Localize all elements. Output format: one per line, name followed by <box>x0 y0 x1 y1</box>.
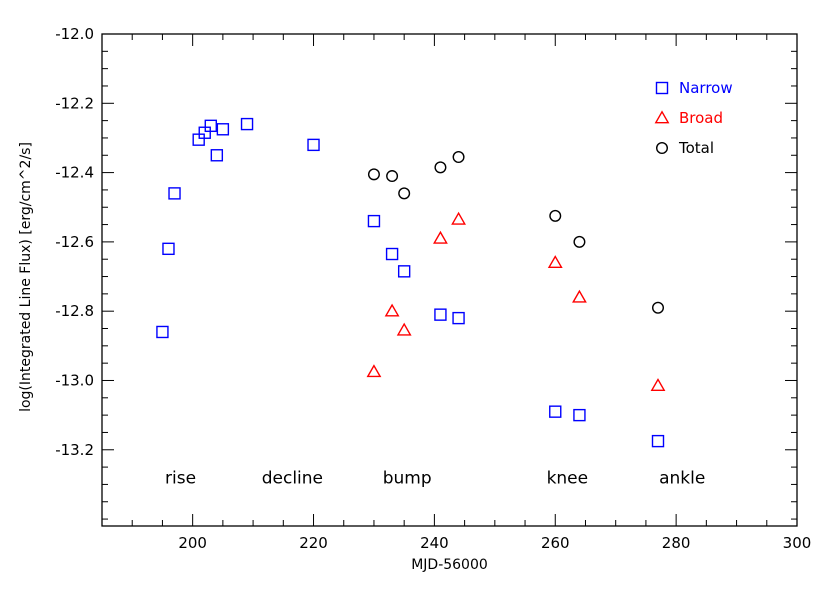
narrow-point <box>307 138 320 152</box>
broad-point <box>384 303 400 317</box>
x-tick-label: 240 <box>420 534 449 552</box>
narrow-point <box>210 149 224 162</box>
narrow-point <box>204 119 217 133</box>
x-tick-label: 280 <box>662 534 691 552</box>
narrow-point <box>651 434 665 448</box>
legend-marker-total <box>656 141 669 154</box>
narrow-point <box>452 311 465 325</box>
narrow-point <box>216 123 230 136</box>
x-tick-label: 260 <box>541 534 570 552</box>
broad-point <box>451 211 466 225</box>
broad-point <box>366 364 382 378</box>
series-total <box>367 150 665 314</box>
total-point <box>434 161 447 174</box>
x-axis-title: MJD-56000 <box>411 557 488 573</box>
y-tick-label: -12.0 <box>55 25 94 43</box>
y-axis-title: log(Integrated Line Flux) [erg/cm^2/s] <box>18 142 34 412</box>
legend-label-broad: Broad <box>679 109 723 127</box>
legend-marker-narrow <box>655 81 669 95</box>
broad-point <box>396 322 412 336</box>
total-point <box>549 209 562 222</box>
narrow-point <box>162 242 175 256</box>
broad-point <box>433 230 448 244</box>
tick-labels: 200 220 240 260 280 300 -13.2 -13.0 -12.8 -12.6 -1… <box>55 25 811 552</box>
narrow-point <box>385 247 399 261</box>
narrow-point <box>434 308 447 321</box>
total-point <box>398 187 411 200</box>
phase-label-decline: decline <box>262 468 323 488</box>
x-tick-label: 200 <box>178 534 207 552</box>
total-point <box>367 168 380 181</box>
x-tick-label: 220 <box>299 534 328 552</box>
narrow-point <box>367 214 381 228</box>
narrow-point <box>240 117 254 131</box>
legend-label-total: Total <box>678 139 714 157</box>
phase-annotations: rise decline bump knee ankle <box>165 468 705 488</box>
x-tick-label: 300 <box>783 534 812 552</box>
axes <box>101 33 798 527</box>
legend-marker-broad <box>654 110 670 124</box>
narrow-point <box>549 405 562 418</box>
total-point <box>573 235 586 248</box>
total-point <box>452 150 465 163</box>
total-point <box>386 170 399 183</box>
broad-point <box>572 289 587 303</box>
y-tick-label: -12.4 <box>55 164 94 182</box>
phase-label-knee: knee <box>547 468 589 488</box>
y-tick-label: -12.6 <box>55 233 94 251</box>
series-narrow <box>156 117 665 448</box>
narrow-point <box>156 325 169 339</box>
total-point <box>652 301 665 314</box>
phase-label-bump: bump <box>383 468 432 488</box>
broad-point <box>547 255 563 269</box>
phase-label-rise: rise <box>165 468 196 488</box>
y-tick-label: -12.2 <box>55 94 94 112</box>
series-broad <box>366 211 666 392</box>
phase-label-ankle: ankle <box>659 468 705 488</box>
data-points <box>156 117 666 448</box>
axis-ticks <box>101 33 798 526</box>
legend-label-narrow: Narrow <box>679 79 733 97</box>
broad-point <box>650 378 666 392</box>
y-tick-label: -13.0 <box>55 371 94 389</box>
narrow-point <box>168 187 181 200</box>
y-tick-label: -13.2 <box>55 441 94 459</box>
narrow-point <box>397 265 411 278</box>
y-tick-label: -12.8 <box>55 302 94 320</box>
plot-frame <box>101 33 798 527</box>
narrow-point <box>573 408 586 422</box>
